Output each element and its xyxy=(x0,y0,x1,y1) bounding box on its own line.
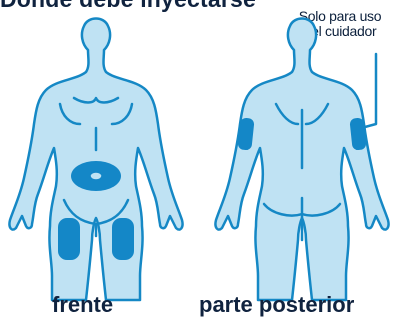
navel-icon xyxy=(89,171,103,181)
caregiver-note-line-2: del cuidador xyxy=(303,23,377,39)
caregiver-note-line-1: Solo para uso xyxy=(298,8,382,24)
caregiver-only-note: Solo para uso del cuidador xyxy=(286,9,394,39)
page-title: Dónde debe inyectarse xyxy=(0,0,256,13)
front-injection-sites xyxy=(58,161,134,260)
back-body-figure xyxy=(214,17,390,302)
front-view-label: frente xyxy=(52,292,114,317)
back-injection-sites xyxy=(237,117,367,151)
right-upper-arm-injection-site xyxy=(349,117,367,151)
caregiver-callout-line xyxy=(363,52,378,129)
right-thigh-injection-site xyxy=(112,218,134,260)
back-view-label: parte posterior xyxy=(199,292,355,317)
left-upper-arm-injection-site xyxy=(237,117,255,151)
front-body-figure xyxy=(8,17,184,302)
left-thigh-injection-site xyxy=(58,218,80,260)
